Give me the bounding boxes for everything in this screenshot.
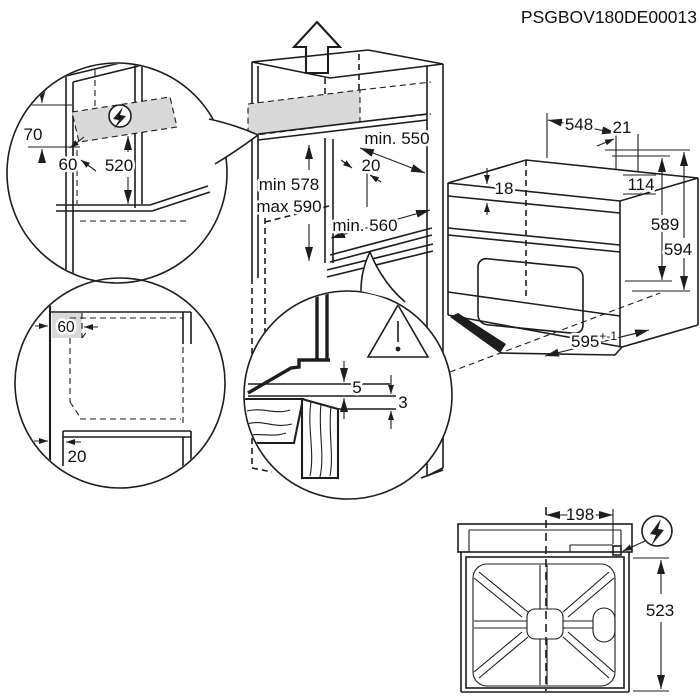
- plan-detail-circle: [14, 277, 226, 489]
- oven-view: 548 21 18 114 589 594 595+-1: [447, 113, 699, 373]
- cabinet-niche-view: min. 550 20 min 578 max 590 min. 560: [247, 20, 444, 479]
- oven-top-recess-label: 18: [495, 179, 514, 198]
- plan-zone-width-label: 60: [57, 319, 75, 336]
- rear-mains-offset-label: 198: [566, 505, 594, 524]
- oven-control-panel-label: 114: [627, 175, 654, 194]
- oven-width-value: 595: [571, 332, 599, 351]
- mains-detail-dimensions: 70 60 520: [21, 89, 136, 204]
- warning-triangle-icon: [366, 303, 430, 358]
- niche-height-max-label: max 590: [256, 197, 321, 216]
- rear-dimensions: 198 523: [546, 503, 677, 692]
- oven-height-front-label: 594: [664, 240, 692, 259]
- rear-electrical-icon: [622, 515, 673, 552]
- mains-detail-circle: [6, 62, 228, 284]
- upper-gap-label: 5: [352, 378, 361, 397]
- plan-detail-content: 60 20: [34, 296, 192, 469]
- plan-detail-circle-bg: [15, 278, 225, 488]
- mains-detail-content: 70 60 520: [21, 64, 215, 280]
- zone-height-label: 70: [24, 125, 43, 144]
- niche-dimensions: min. 550 20 min 578 max 590 min. 560: [254, 127, 432, 261]
- oven-width-label: 595+-1: [571, 329, 617, 351]
- niche-height-min-label: min 578: [259, 175, 319, 194]
- oven-width-tolerance: +-1: [599, 329, 617, 343]
- plan-front-clearance-label: 20: [68, 447, 87, 466]
- rear-panel-embossing: [472, 563, 616, 687]
- electrical-connection-icon: [108, 104, 132, 129]
- callout-wedge-mains: [208, 118, 259, 165]
- mains-connection-point: [612, 545, 622, 556]
- niche-depth-label: min. 550: [364, 129, 429, 148]
- rear-outline: [457, 523, 633, 693]
- gap-dimensions: 5 3: [340, 361, 410, 429]
- oven-depth-label: 548: [565, 115, 593, 134]
- niche-width-label: min. 560: [332, 216, 397, 235]
- up-arrow-icon: [291, 20, 343, 75]
- gap-detail-circle-bg: [244, 291, 452, 499]
- cabinet-wood-section: [245, 397, 340, 480]
- lower-gap-label: 3: [398, 393, 407, 412]
- oven-height-rear-label: 589: [651, 215, 679, 234]
- document-number: PSGBOV180DE00013: [521, 7, 697, 27]
- mains-zone-plan-shaded: [52, 313, 82, 338]
- callout-wedge-gap: [360, 251, 406, 303]
- oven-dimensions: 548 21 18 114 589 594 595+-1: [449, 113, 695, 373]
- rear-fixing-height-label: 523: [646, 601, 674, 620]
- niche-rear-gap-label: 20: [362, 156, 381, 175]
- zone-height-above-shelf-label: 520: [105, 156, 133, 175]
- rear-view: 198 523: [457, 503, 677, 693]
- gap-detail-circle: [243, 290, 453, 500]
- oven-door-window: [477, 257, 584, 335]
- oven-handle-depth-label: 21: [613, 118, 632, 137]
- plan-detail-dimensions: 60 20: [34, 317, 98, 469]
- zone-depth-label: 60: [59, 155, 78, 174]
- gap-detail-content: 5 3: [245, 292, 430, 480]
